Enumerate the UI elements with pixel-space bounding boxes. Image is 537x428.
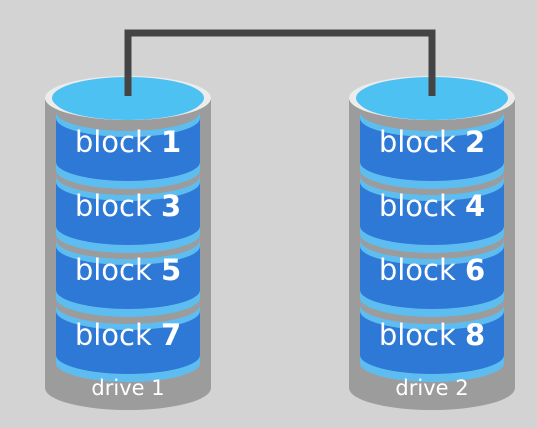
block-6: block 6 — [360, 240, 504, 317]
block-number: 2 — [465, 125, 485, 159]
block-3: block 3 — [56, 176, 200, 253]
block-side — [360, 311, 504, 374]
block-2: block 2 — [360, 112, 504, 189]
block-word: block — [75, 318, 161, 352]
block-word: block — [75, 253, 161, 287]
block-side — [360, 118, 504, 181]
block-label: block 7 — [75, 318, 181, 352]
block-number: 7 — [161, 318, 181, 352]
block-label: block 2 — [379, 125, 485, 159]
platter-cap — [358, 80, 506, 120]
block-number: 5 — [161, 253, 181, 287]
block-label: block 5 — [75, 253, 181, 287]
block-side — [360, 182, 504, 245]
block-word: block — [75, 189, 161, 223]
block-label: block 4 — [379, 189, 485, 223]
block-1: block 1 — [56, 112, 200, 189]
block-word: block — [379, 125, 465, 159]
block-7: block 7 — [56, 305, 200, 382]
block-word: block — [379, 318, 465, 352]
block-side — [56, 118, 200, 181]
block-label: block 3 — [75, 189, 181, 223]
drive-label: drive 2 — [395, 376, 468, 400]
block-number: 1 — [161, 125, 181, 159]
block-word: block — [379, 253, 465, 287]
block-side — [56, 182, 200, 245]
block-side — [56, 246, 200, 309]
block-word: block — [75, 125, 161, 159]
block-5: block 5 — [56, 240, 200, 317]
platter-cap — [54, 80, 202, 120]
block-4: block 4 — [360, 176, 504, 253]
block-label: block 1 — [75, 125, 181, 159]
block-side — [56, 311, 200, 374]
block-number: 4 — [465, 189, 485, 223]
block-label: block 6 — [379, 253, 485, 287]
block-number: 8 — [465, 318, 485, 352]
block-number: 6 — [465, 253, 485, 287]
block-label: block 8 — [379, 318, 485, 352]
block-8: block 8 — [360, 305, 504, 382]
block-side — [360, 246, 504, 309]
block-number: 3 — [161, 189, 181, 223]
connector-line — [124, 29, 436, 96]
drive-label: drive 1 — [91, 376, 164, 400]
block-word: block — [379, 189, 465, 223]
